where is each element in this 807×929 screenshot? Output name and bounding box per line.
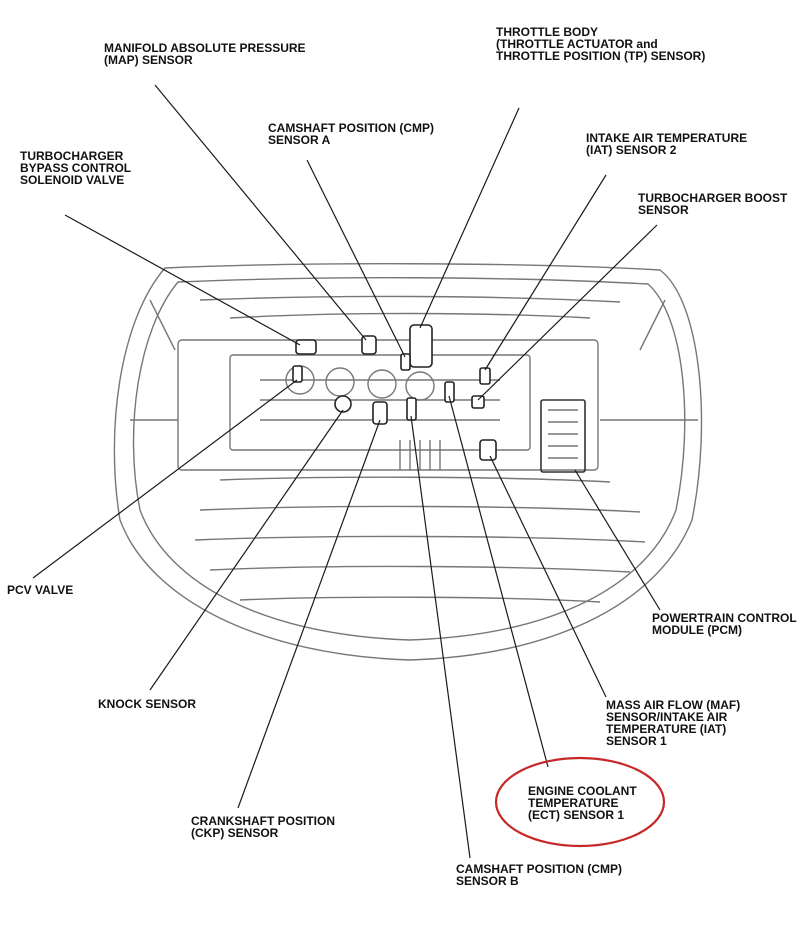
maf-sensor-icon bbox=[479, 439, 497, 461]
label-iat-sensor-2: INTAKE AIR TEMPERATURE(IAT) SENSOR 2 bbox=[586, 131, 748, 157]
label-pcv-valve: PCV VALVE bbox=[7, 583, 74, 597]
leader-cmp-a bbox=[306, 159, 406, 358]
label-ckp-sensor: CRANKSHAFT POSITION(CKP) SENSOR bbox=[191, 814, 335, 840]
throttle-body-icon bbox=[409, 324, 433, 368]
leader-map bbox=[154, 84, 367, 341]
cmp-sensor-a-icon bbox=[400, 353, 411, 371]
label-knock-sensor: KNOCK SENSOR bbox=[98, 697, 197, 711]
iat-sensor-2-icon bbox=[479, 367, 491, 385]
leader-throttle bbox=[419, 107, 520, 329]
ckp-sensor-icon bbox=[372, 401, 388, 425]
leader-iat-2 bbox=[484, 174, 607, 371]
leader-pcm bbox=[574, 469, 661, 611]
leader-cmp-b bbox=[410, 415, 471, 859]
label-cmp-sensor-a: CAMSHAFT POSITION (CMP)SENSOR A bbox=[268, 121, 434, 147]
knock-sensor-icon bbox=[334, 395, 352, 413]
pcv-valve-icon bbox=[292, 365, 303, 383]
leader-pcv bbox=[32, 379, 298, 579]
leader-bypass bbox=[64, 214, 301, 346]
ect-sensor-icon bbox=[444, 381, 455, 403]
leader-maf bbox=[489, 455, 607, 698]
map-sensor-icon bbox=[361, 335, 377, 355]
ect-highlight-circle bbox=[494, 756, 666, 848]
boost-sensor-icon bbox=[471, 395, 485, 409]
leader-knock bbox=[149, 409, 344, 691]
bypass-valve-icon bbox=[295, 339, 317, 355]
leader-ckp bbox=[237, 419, 381, 809]
leader-ect bbox=[448, 395, 549, 768]
label-cmp-sensor-b: CAMSHAFT POSITION (CMP)SENSOR B bbox=[456, 862, 622, 888]
leader-boost bbox=[477, 224, 658, 401]
label-map-sensor: MANIFOLD ABSOLUTE PRESSURE(MAP) SENSOR bbox=[104, 41, 306, 67]
engine-bay-outline bbox=[113, 263, 703, 661]
leader-lines bbox=[32, 84, 661, 859]
component-symbols bbox=[292, 324, 497, 461]
